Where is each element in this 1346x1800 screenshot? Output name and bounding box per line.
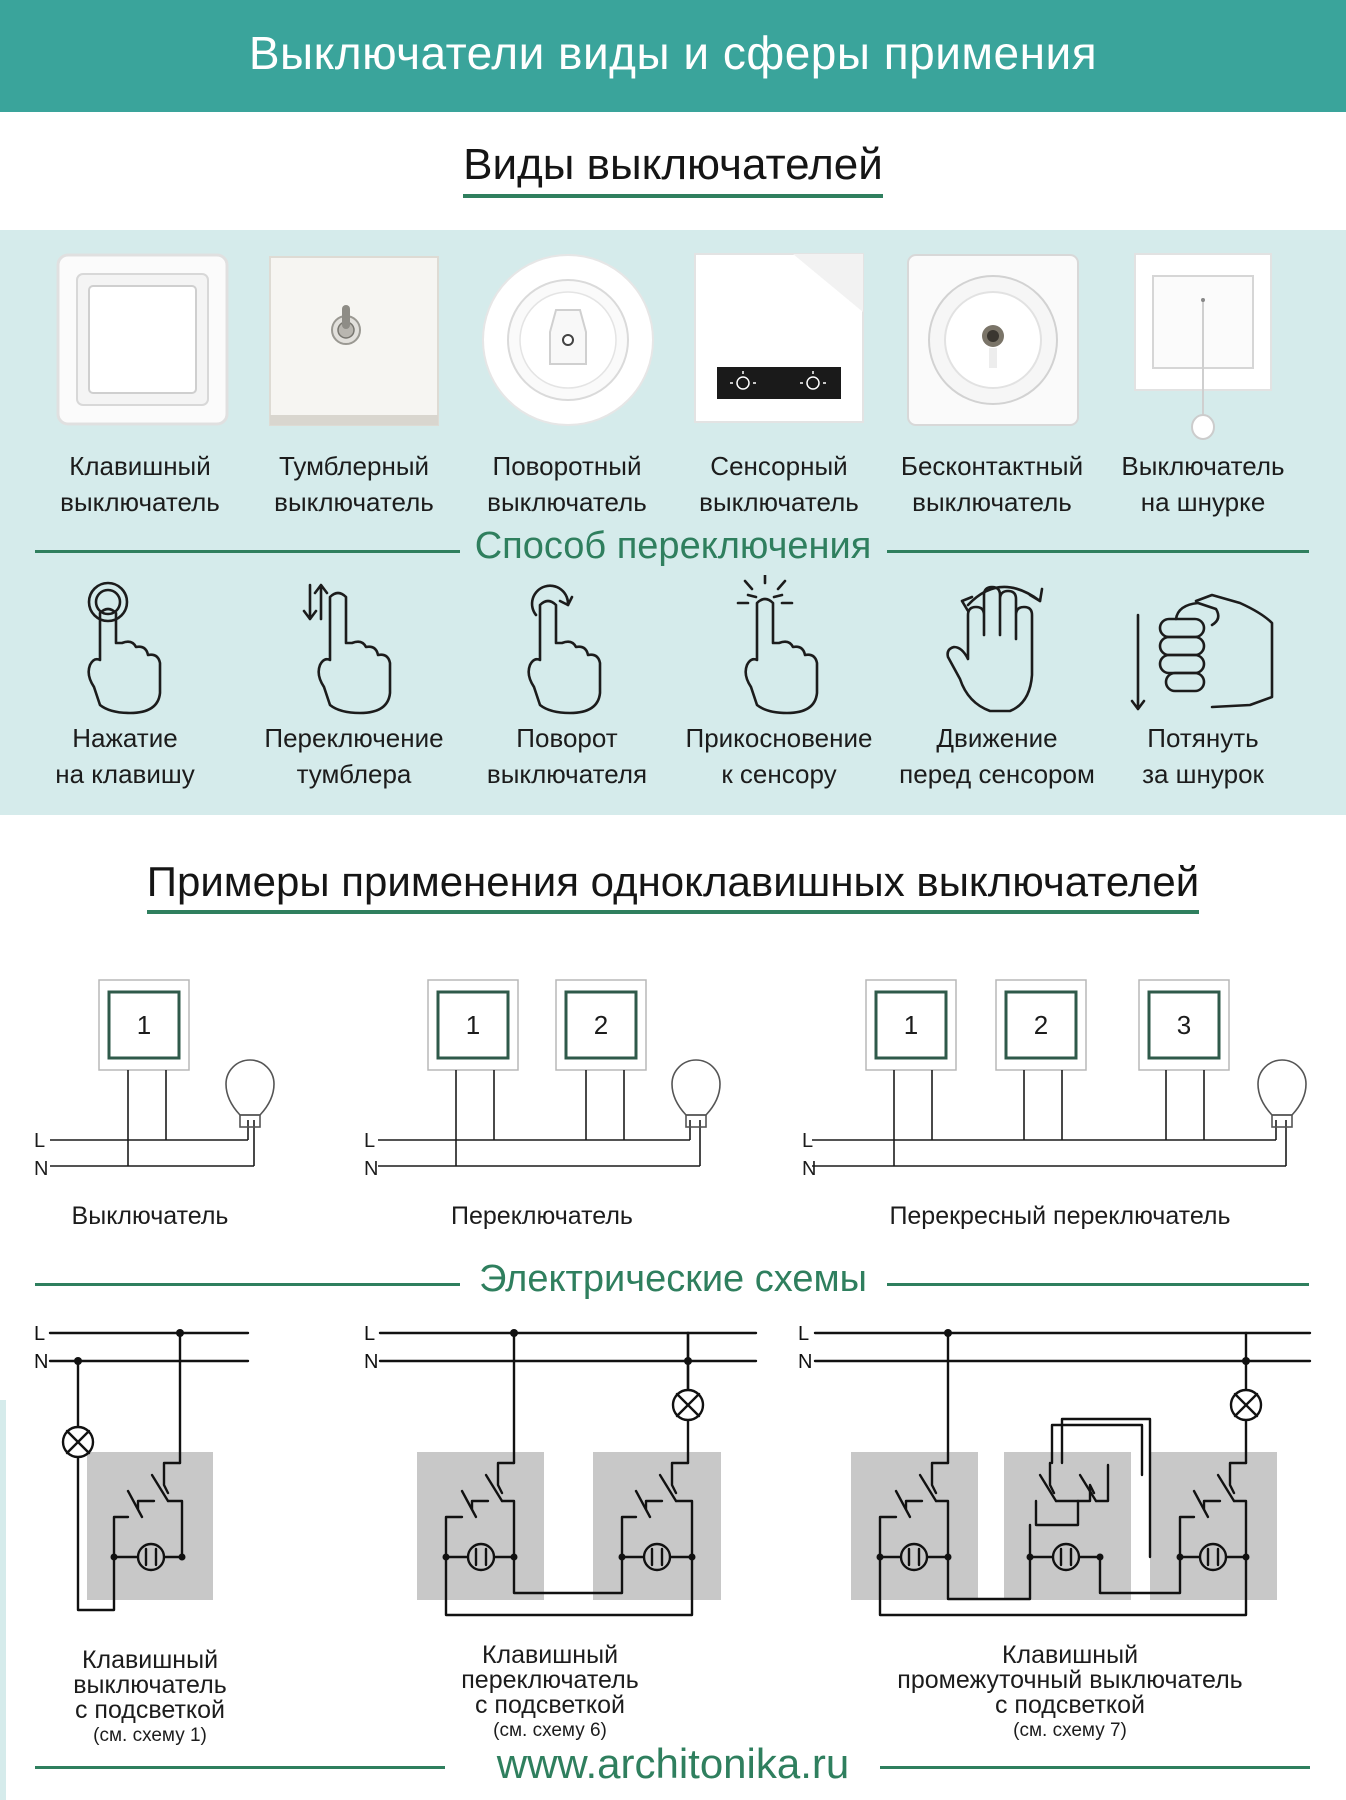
switch-key (874, 990, 948, 1060)
touch-switch-icon (694, 253, 864, 423)
switch-number: 1 (137, 1010, 151, 1040)
toggle-switch-icon (269, 256, 439, 426)
divider-line-right (887, 1283, 1309, 1286)
hand-toggle-icon (302, 583, 392, 715)
switch-key (1147, 990, 1221, 1060)
wire-label-l: L (34, 1323, 45, 1345)
footer-line-left (35, 1766, 445, 1769)
scheme-two-way (378, 979, 721, 1167)
electrical-label-two-way: Клавишный переключатель с подсветкой (см… (461, 1641, 639, 1742)
switch-key (1004, 990, 1078, 1060)
divider-line-left (35, 550, 460, 553)
switch-frame (1138, 979, 1230, 1071)
wire-label-n: N (364, 1351, 378, 1373)
scheme-label-switch: Выключатель (71, 1202, 229, 1230)
switch-frame (555, 979, 647, 1071)
electrical-label-intermediate: Клавишный промежуточный выключатель с по… (897, 1641, 1243, 1742)
switch-key (107, 990, 181, 1060)
wire-label-l: L (798, 1323, 809, 1345)
methods-section-title: Способ переключения (474, 525, 872, 567)
rocker-switch-icon (56, 253, 229, 426)
switch-key (564, 990, 638, 1060)
switch-body (851, 1452, 978, 1600)
lamp-icon (671, 1059, 721, 1116)
left-accent-bar (0, 1400, 6, 1800)
contactless-switch-icon (907, 254, 1079, 426)
wire-label-n: N (34, 1351, 48, 1373)
types-section-title: Виды выключателей (0, 140, 1346, 198)
diagram-switch (61, 1331, 184, 1612)
wire-label-n: N (364, 1158, 378, 1180)
divider-line-left (35, 1283, 460, 1286)
wire-label-l: L (802, 1130, 813, 1152)
page-title: Выключатели виды и сферы примения (248, 27, 1098, 79)
hand-press-icon (87, 581, 162, 715)
switch-body (87, 1452, 213, 1600)
electrical-label-switch: Клавишный выключатель с подсветкой (см. … (73, 1646, 227, 1747)
pull-cord-switch-icon (1134, 253, 1272, 440)
switch-key (436, 990, 510, 1060)
switch-body (1150, 1452, 1277, 1600)
wire-label-l: L (34, 1130, 45, 1152)
scheme-switch (50, 979, 275, 1167)
hand-pull-icon (1130, 593, 1274, 711)
switch-number: 1 (466, 1010, 480, 1040)
lamp-icon (225, 1059, 275, 1116)
rotary-switch-icon (482, 254, 654, 426)
switch-body (593, 1452, 721, 1600)
scheme-label-two-way: Переключатель (451, 1202, 633, 1230)
examples-section-title: Примеры применения одноклавишных выключа… (0, 858, 1346, 914)
hand-touch-icon (736, 575, 819, 715)
footer-line-right (880, 1766, 1310, 1769)
header-band: Выключатели виды и сферы примения (0, 0, 1346, 112)
switch-frame (865, 979, 957, 1071)
electrical-section-title: Электрические схемы (479, 1258, 867, 1300)
hand-rotate-icon (527, 584, 602, 715)
methods-divider: Способ переключения (0, 525, 1346, 575)
switch-number: 3 (1177, 1010, 1191, 1040)
wire-label-l: L (364, 1130, 375, 1152)
switch-frame (427, 979, 519, 1071)
switch-number: 2 (594, 1010, 608, 1040)
wire-label-n: N (798, 1351, 812, 1373)
wire-label-n: N (802, 1158, 816, 1180)
method-icons-row (87, 575, 1274, 715)
wire-label-l: L (364, 1323, 375, 1345)
electrical-divider: Электрические схемы (0, 1258, 1346, 1308)
wire-label-n: N (34, 1158, 48, 1180)
switch-frame (98, 979, 190, 1071)
switch-body (417, 1452, 544, 1600)
divider-line-right (887, 550, 1309, 553)
lamp-icon (1257, 1059, 1307, 1116)
electrical-diagrams: L N L N L N (34, 1323, 1312, 1617)
diagram-two-way (444, 1331, 705, 1617)
scheme-label-cross: Перекресный переключатель (889, 1202, 1231, 1230)
hand-wave-icon (946, 585, 1044, 713)
switch-number: 1 (904, 1010, 918, 1040)
footer-url[interactable]: www.architonika.ru (496, 1740, 850, 1787)
scheme-cross (812, 979, 1307, 1167)
wiring-schemes: 1 1 2 1 2 3 L N L N L N (34, 979, 1307, 1180)
switch-number: 2 (1034, 1010, 1048, 1040)
diagram-intermediate (878, 1331, 1263, 1617)
switch-frame (995, 979, 1087, 1071)
